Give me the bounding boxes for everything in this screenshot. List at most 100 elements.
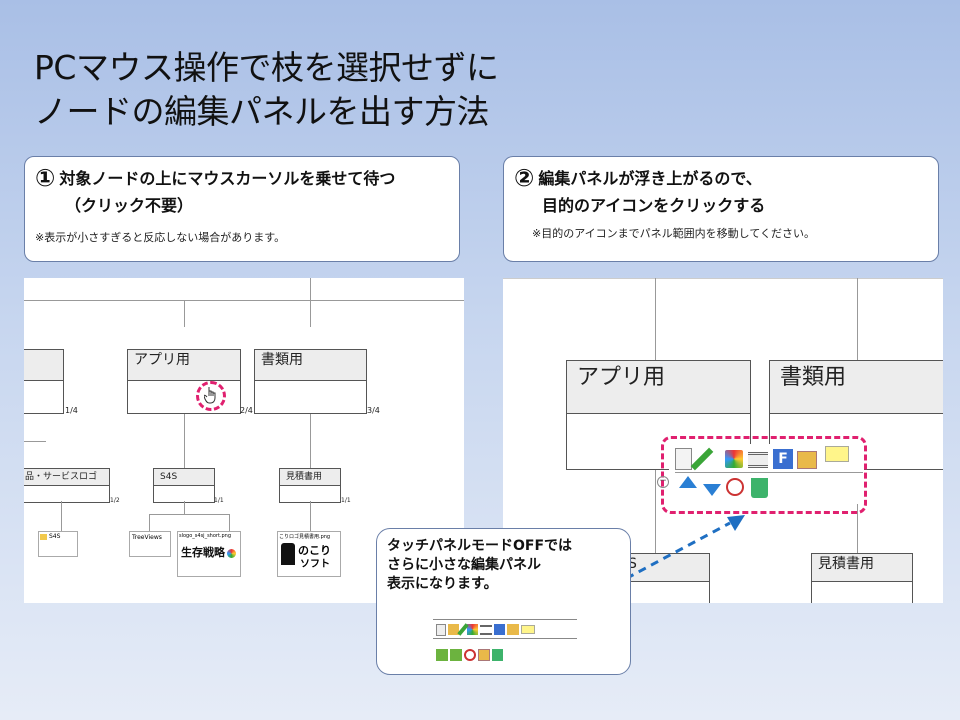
tree-node-estimate-zoomed[interactable]: 見積書用 (811, 553, 913, 603)
tree-connector (310, 501, 311, 531)
move-down-icon[interactable] (450, 648, 462, 661)
hand-cursor-icon (204, 387, 216, 404)
lock-icon[interactable] (478, 648, 490, 661)
edit-panel: F − (657, 444, 864, 504)
tree-node-app[interactable]: アプリ用 (127, 349, 241, 414)
step1-note: ※表示が小さすぎると反応しない場合があります。 (35, 231, 286, 244)
list-icon[interactable] (748, 452, 768, 468)
tip-line-3: 表示になります。 (387, 576, 498, 592)
tree-connector (503, 278, 943, 279)
sticky-note-icon[interactable] (521, 625, 535, 634)
tree-connector (310, 414, 311, 468)
tree-connector (310, 278, 311, 327)
node-count: 1/1 (214, 497, 224, 504)
tree-node-app-zoomed[interactable]: アプリ用 (566, 360, 751, 470)
node-s-zoomed-label: S (628, 556, 637, 572)
tip-line-2: さらに小さな編集パネル (387, 557, 541, 573)
leaf-node-logo[interactable]: slogo_s4sj_short.png 生存戦略 (177, 531, 241, 577)
step2-heading-line2: 目的のアイコンをクリックする (542, 196, 766, 215)
step1-number: ① (35, 164, 56, 192)
folder-icon[interactable] (448, 624, 459, 635)
move-down-icon[interactable] (703, 484, 721, 496)
runner-logo-icon (281, 543, 295, 565)
tree-connector (655, 468, 656, 553)
leaf-nokori-file: こりロゴ見積書用.png (279, 534, 331, 540)
tree-connector (149, 514, 229, 515)
tree-connector (857, 278, 858, 360)
title-line-2: ノードの編集パネルを出す方法 (34, 92, 490, 131)
leaf-node-treeviews[interactable]: TreeViews (129, 531, 171, 557)
folder-icon[interactable] (507, 624, 519, 635)
step1-heading-line2: （クリック不要） (65, 196, 194, 215)
list-icon[interactable] (480, 624, 492, 635)
timer-icon[interactable] (464, 648, 476, 661)
tree-connector (61, 501, 62, 531)
collapse-toggle-icon[interactable]: − (657, 476, 669, 488)
paint-icon[interactable] (467, 624, 478, 635)
leaf-node-nokori[interactable]: こりロゴ見積書用.png のこり ソフト (277, 531, 341, 577)
edit-panel-highlight (661, 436, 867, 514)
tree-connector (184, 414, 185, 468)
tree-connector (184, 501, 185, 514)
tree-connector (24, 441, 46, 442)
sticky-note-icon[interactable] (825, 446, 849, 462)
right-tree-screenshot: アプリ用 書類用 F − S 見積書用 (503, 278, 943, 603)
left-tree-screenshot: 1/4 アプリ用 2/4 書類用 3/4 品・サービスロゴ 1/2 S4S 1/… (24, 278, 464, 603)
node-estimate-label: 見積書用 (286, 472, 323, 482)
paint-icon[interactable] (725, 450, 743, 468)
node-app-zoomed-label: アプリ用 (577, 365, 666, 390)
tree-node-estimate[interactable]: 見積書用 (279, 468, 341, 503)
step2-number: ② (514, 164, 535, 192)
node-app-label: アプリ用 (134, 352, 190, 368)
node-s4s-label: S4S (160, 472, 178, 482)
tree-connector (184, 300, 185, 327)
node-estimate-zoomed-label: 見積書用 (818, 556, 874, 572)
document-icon[interactable] (436, 623, 446, 636)
node-docs-label: 書類用 (261, 352, 303, 368)
leaf-s4s-label: S4S (49, 533, 61, 540)
title-line-1: PCマウス操作で枝を選択せずに (34, 48, 499, 87)
node-count: 1/1 (341, 497, 351, 504)
node-count: 2/4 (240, 406, 253, 415)
node-docs-header: 書類用 (255, 350, 366, 381)
step2-heading-line1: 編集パネルが浮き上がるので、 (538, 169, 762, 188)
leaf-logo-text: 生存戦略 (181, 546, 225, 559)
tree-connector (149, 514, 150, 531)
tree-node-docs[interactable]: 書類用 (254, 349, 367, 414)
node-count: 1/2 (110, 497, 120, 504)
format-icon[interactable] (494, 624, 505, 635)
node-app-header: アプリ用 (128, 350, 240, 381)
node-services-label: 品・サービスロゴ (25, 472, 98, 482)
folder-icon[interactable] (797, 451, 817, 469)
cursor-highlight-circle (196, 381, 226, 411)
tree-node-services[interactable]: 品・サービスロゴ (24, 468, 110, 503)
leaf-nokori-text1: のこり (298, 544, 331, 557)
folder-icon (40, 533, 47, 540)
tree-connector (24, 300, 464, 301)
trash-icon[interactable] (751, 478, 768, 498)
leaf-nokori-text2: ソフト (300, 559, 330, 570)
tip-callout: タッチパネルモードOFFでは さらに小さな編集パネル 表示になります。 (376, 528, 631, 675)
format-icon[interactable]: F (773, 449, 793, 469)
leaf-treeviews-label: TreeViews (132, 534, 162, 541)
tree-node-partial[interactable] (24, 349, 64, 414)
tree-connector (229, 514, 230, 531)
leaf-node-s4s[interactable]: S4S (38, 531, 78, 557)
leaf-logo-file: slogo_s4sj_short.png (179, 533, 232, 539)
node-docs-zoomed-label: 書類用 (780, 365, 847, 390)
step1-heading-line1: 対象ノードの上にマウスカーソルを乗せて待つ (59, 169, 396, 188)
move-up-icon[interactable] (679, 476, 697, 488)
trash-icon[interactable] (492, 648, 503, 661)
step2-note: ※目的のアイコンまでパネル範囲内を移動してください。 (532, 227, 816, 240)
tree-node-s4s[interactable]: S4S (153, 468, 215, 503)
document-icon[interactable] (675, 448, 692, 470)
tip-line-1: タッチパネルモードOFFでは (387, 538, 573, 554)
node-count: 3/4 (367, 406, 380, 415)
move-up-icon[interactable] (436, 648, 448, 661)
timer-icon[interactable] (726, 478, 744, 496)
